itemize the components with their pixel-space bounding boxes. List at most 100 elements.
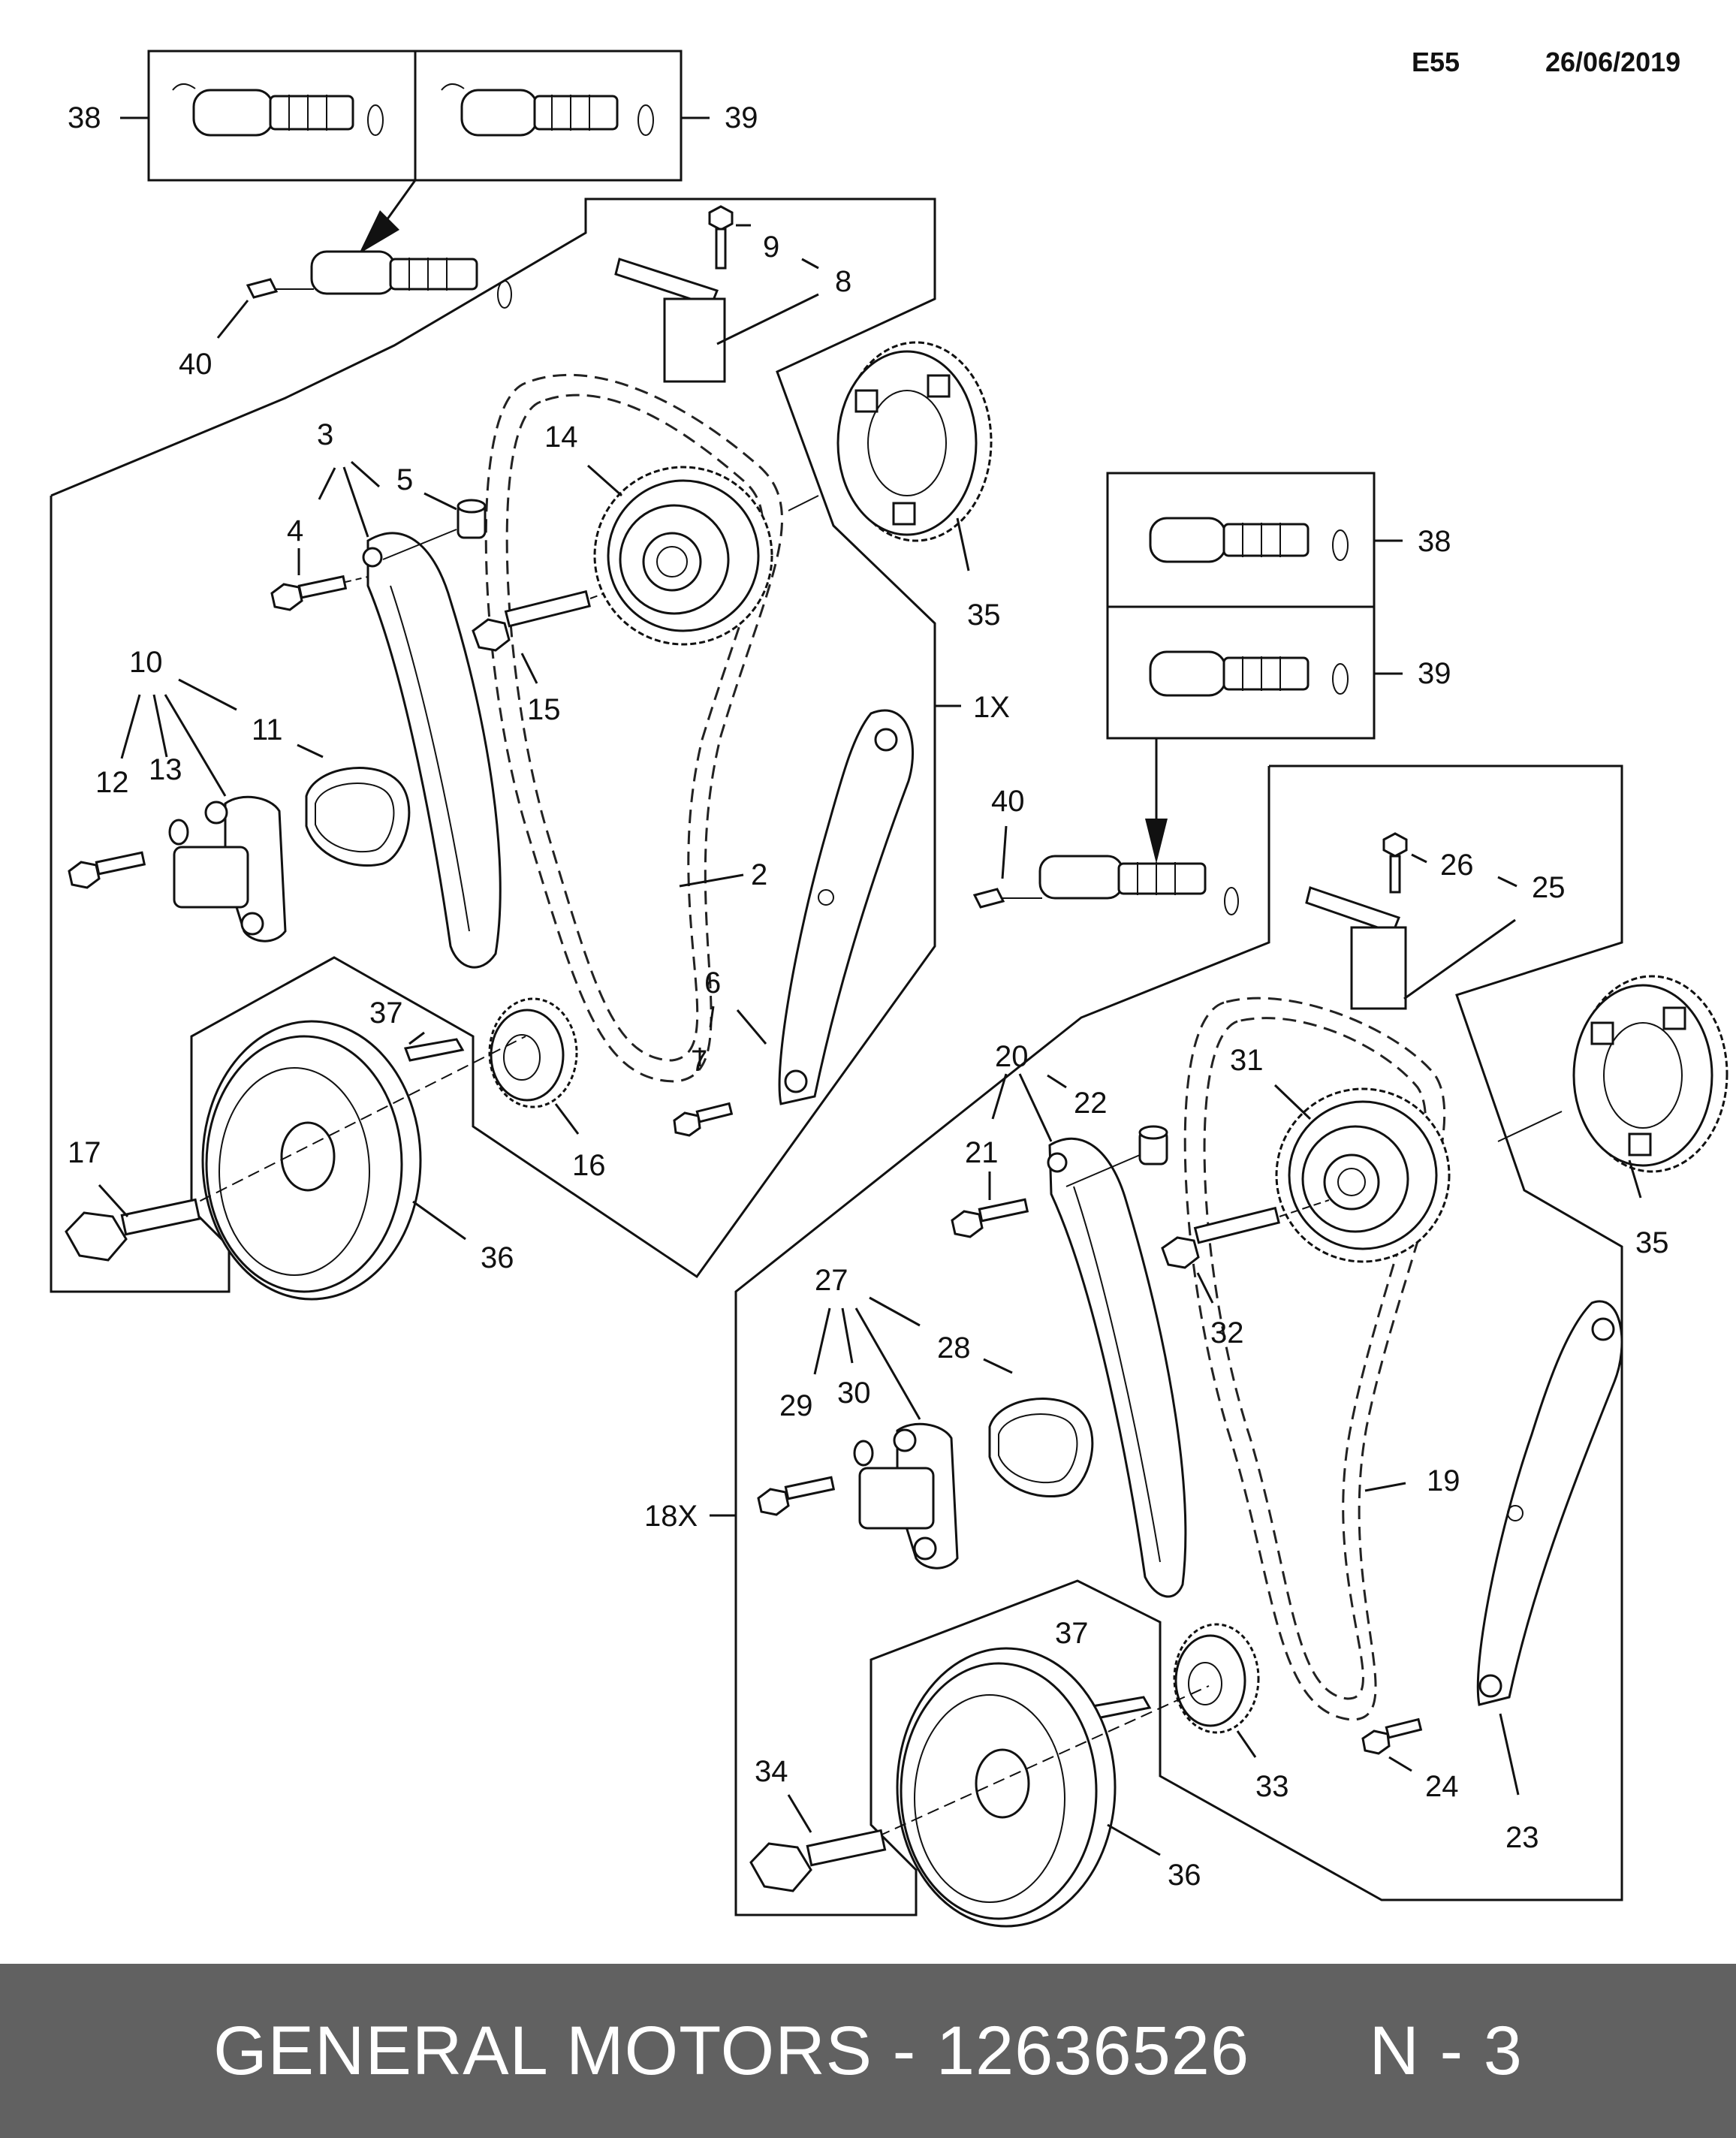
chain-guide-rail-23	[1476, 1300, 1623, 1706]
oil-control-valve-40-top: 40	[179, 250, 512, 381]
callout-24: 24	[1425, 1770, 1459, 1803]
pivot-pin-5	[382, 499, 487, 560]
callout-15: 15	[527, 693, 561, 726]
oil-control-valve-40-right: 40	[972, 785, 1239, 915]
callout-35-right: 35	[1635, 1226, 1669, 1259]
gasket-28	[988, 1398, 1094, 1498]
callout-29: 29	[779, 1389, 813, 1422]
callout-18x: 18X	[644, 1500, 698, 1533]
crankshaft-sprocket-16	[488, 997, 578, 1108]
callout-38-right: 38	[1418, 525, 1451, 558]
callout-8: 8	[835, 265, 851, 298]
oil-control-valve-39-top	[441, 83, 654, 137]
callout-36-top: 36	[481, 1241, 514, 1274]
callout-26: 26	[1440, 849, 1474, 882]
timing-chain-exploded-view: 38 39 40 9	[50, 50, 1728, 1928]
callout-21: 21	[965, 1136, 999, 1169]
woodruff-key-37-top	[403, 1038, 465, 1062]
bolt-21	[951, 1198, 1029, 1238]
callout-28: 28	[937, 1331, 971, 1365]
camshaft-sprocket-14	[593, 466, 773, 646]
callout-5: 5	[396, 463, 413, 496]
seal-30	[853, 1440, 874, 1467]
woodruff-key-37-right	[1090, 1696, 1152, 1720]
callout-22: 22	[1074, 1087, 1108, 1120]
guide-rail-bracket-8	[614, 258, 819, 383]
bolt-29	[757, 1476, 836, 1516]
callout-37-right: 37	[1055, 1617, 1089, 1650]
oil-control-valve-38-top	[172, 83, 384, 137]
seal-13	[168, 819, 189, 846]
callout-4: 4	[287, 514, 303, 547]
gasket-11	[305, 767, 411, 867]
footer-separator: -	[892, 2012, 917, 2089]
bolt-26	[1382, 832, 1427, 894]
assembly-1x-outline	[50, 198, 936, 1293]
callout-37-top: 37	[369, 997, 403, 1030]
camshaft-sprocket-31	[1275, 1087, 1451, 1263]
callout-40-top: 40	[179, 348, 212, 381]
callout-36-right: 36	[1168, 1859, 1201, 1892]
callout-2: 2	[751, 858, 767, 891]
timing-chain-19	[1183, 997, 1446, 1721]
callout-23: 23	[1505, 1821, 1539, 1854]
callout-33: 33	[1255, 1770, 1289, 1803]
callout-9: 9	[763, 231, 779, 264]
bolt-24	[1361, 1717, 1423, 1755]
footer-bar: GENERAL MOTORS - 12636526 N - 3	[0, 1964, 1736, 2138]
callout-38-top: 38	[68, 101, 101, 134]
diagram-code: E55	[1412, 47, 1460, 77]
camshaft-phaser-35-right	[1497, 975, 1728, 1173]
callout-1x: 1X	[973, 691, 1010, 724]
callout-34: 34	[755, 1755, 788, 1788]
callout-39-top: 39	[725, 101, 758, 134]
crankshaft-pulley-36-right	[878, 1647, 1210, 1928]
oil-control-valve-38-right	[1149, 517, 1349, 563]
chain-guide-rail-6	[778, 709, 915, 1105]
diagram-sheet: E55 26/06/2019 38 39	[50, 47, 1728, 1928]
bolt-7	[673, 1102, 734, 1137]
camshaft-phaser-35-top	[788, 341, 993, 542]
callout-11: 11	[252, 713, 283, 746]
callout-19: 19	[1427, 1464, 1460, 1497]
assembly-18x-outline	[734, 764, 1623, 1916]
bolt-4	[270, 574, 369, 611]
chain-tensioner-27	[858, 1422, 959, 1570]
solenoid-inset-top: 38 39	[68, 50, 758, 254]
callout-25: 25	[1532, 871, 1566, 904]
callout-12: 12	[95, 766, 129, 799]
callout-13: 13	[149, 753, 182, 786]
callout-39-right: 39	[1418, 657, 1451, 690]
bolt-12	[68, 851, 146, 889]
crankshaft-pulley-36-top	[183, 1020, 526, 1301]
solenoid-inset-right: 38 39	[1106, 472, 1451, 864]
callout-16: 16	[572, 1149, 606, 1182]
callout-14: 14	[544, 421, 578, 454]
callout-7: 7	[691, 1045, 707, 1078]
callout-17: 17	[68, 1136, 101, 1169]
callout-32: 32	[1210, 1316, 1244, 1349]
callout-20: 20	[995, 1040, 1029, 1073]
crank-bolt-34	[749, 1829, 887, 1892]
callout-27: 27	[815, 1264, 848, 1297]
callout-35-top: 35	[967, 599, 1001, 632]
oil-control-valve-39-right	[1149, 650, 1349, 697]
brand-name: GENERAL MOTORS	[213, 2012, 873, 2089]
diagram-date: 26/06/2019	[1545, 47, 1681, 77]
bolt-32	[1161, 1199, 1330, 1269]
pivot-pin-22	[1065, 1125, 1168, 1187]
callout-3: 3	[317, 418, 333, 451]
callout-10: 10	[129, 646, 163, 679]
guide-rail-bracket-25	[1305, 876, 1517, 1010]
part-number: 12636526	[936, 2012, 1250, 2089]
page-number: N - 3	[1369, 2012, 1523, 2089]
crankshaft-sprocket-33	[1173, 1623, 1260, 1734]
chain-tensioner-guide-20	[1047, 1137, 1187, 1598]
chain-tensioner-guide-3	[362, 532, 502, 969]
chain-tensioner-10	[173, 795, 287, 942]
crank-bolt-17	[65, 1198, 201, 1262]
footer-caption: GENERAL MOTORS - 12636526 N - 3	[0, 1964, 1736, 2138]
callout-30: 30	[837, 1377, 871, 1410]
bolt-9	[708, 205, 751, 270]
callout-6: 6	[704, 966, 721, 1000]
